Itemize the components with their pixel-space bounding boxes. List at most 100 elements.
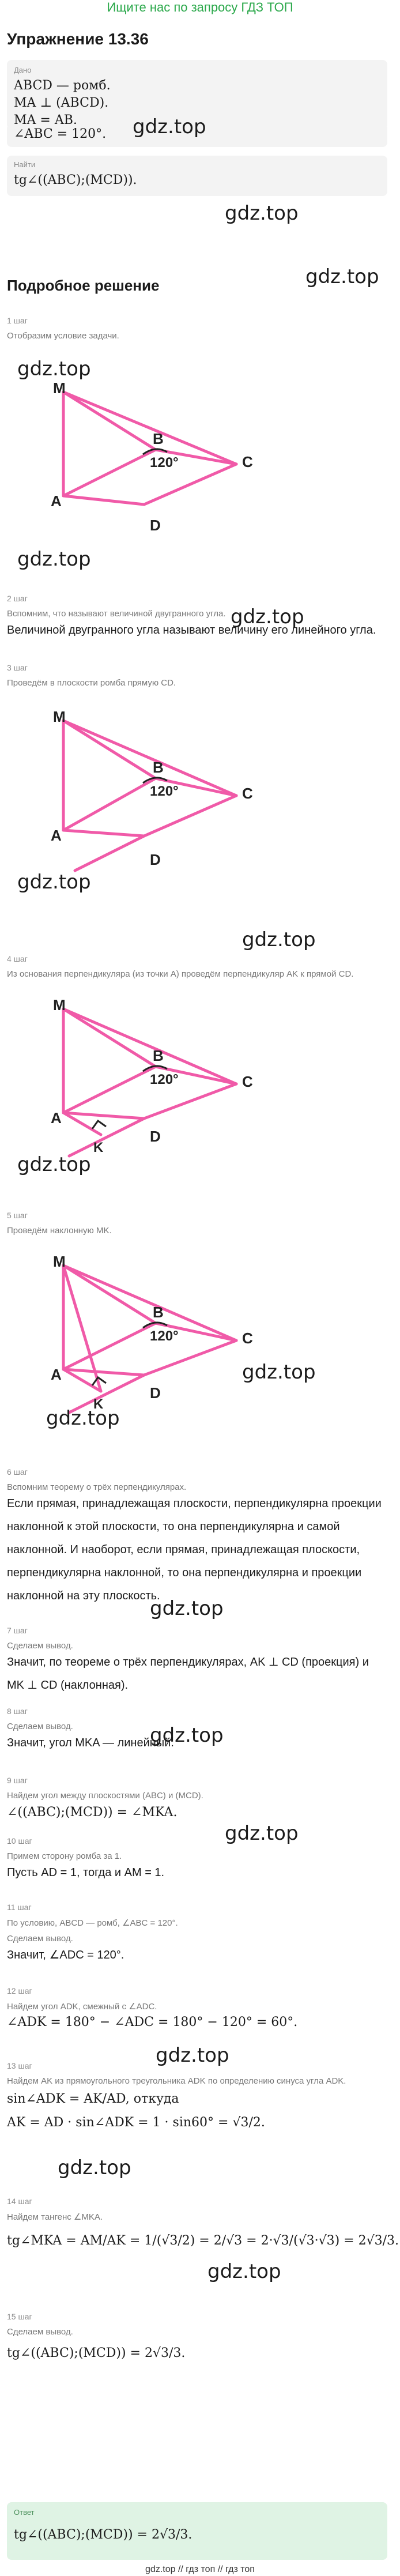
watermark: gdz.top bbox=[150, 1724, 224, 1747]
watermark: gdz.top bbox=[133, 115, 206, 138]
step-12: 12 шаг Найдем угол ADK, смежный с ∠ADC. … bbox=[7, 1986, 399, 2029]
section-title: Подробное решение bbox=[7, 277, 160, 294]
label-C: C bbox=[242, 453, 253, 470]
label-B: B bbox=[153, 1047, 164, 1064]
step-description: Найдем тангенс ∠MKA. bbox=[7, 2212, 103, 2222]
find-card: Найти tg∠((ABC);(MCD)). bbox=[7, 156, 387, 196]
label-B: B bbox=[153, 759, 164, 776]
step-text: Величиной двугранного угла называют вели… bbox=[7, 624, 376, 637]
label-angle: 120° bbox=[150, 455, 179, 470]
step-description-2: Сделаем вывод. bbox=[7, 1934, 73, 1944]
label-A: A bbox=[51, 1109, 62, 1127]
step-text: Пусть AD = 1, тогда и AM = 1. bbox=[7, 1866, 165, 1879]
given-label: Дано bbox=[14, 66, 32, 74]
label-angle: 120° bbox=[150, 1072, 179, 1087]
watermark: gdz.top bbox=[231, 605, 304, 628]
label-angle: 120° bbox=[150, 1328, 179, 1344]
watermark: gdz.top bbox=[58, 2156, 131, 2179]
watermark: gdz.top bbox=[46, 1407, 120, 1430]
step-6: 6 шаг Вспомним теорему о трёх перпендику… bbox=[7, 1467, 399, 1607]
label-M: M bbox=[53, 1254, 66, 1270]
given-line-2: MA ⊥ (ABCD). bbox=[14, 96, 109, 110]
step-formula: ∠((ABC);(MCD)) = ∠MKA. bbox=[7, 1805, 178, 1820]
step-text: Значит, угол MKA — линейный. bbox=[7, 1737, 174, 1749]
step-11: 11 шаг По условию, ABCD — ромб, ∠ABC = 1… bbox=[7, 1903, 399, 1967]
step-8: 8 шаг Сделаем вывод. Значит, угол MKA — … bbox=[7, 1707, 399, 1754]
step-description: Найдем угол ADK, смежный с ∠ADC. bbox=[7, 2002, 157, 2012]
given-card-tail: ∠ABC = 120°. bbox=[7, 124, 387, 147]
answer-formula: tg∠((ABC);(MCD)) = 2√3/3. bbox=[14, 2528, 193, 2542]
watermark: gdz.top bbox=[242, 1361, 316, 1384]
step-5: 5 шаг Проведём наклонную MK. bbox=[7, 1211, 399, 1236]
label-B: B bbox=[153, 430, 164, 447]
given-line-1: ABCD — ромб. bbox=[14, 78, 111, 93]
step-number: 13 шаг bbox=[7, 2061, 32, 2070]
label-B: B bbox=[153, 1304, 164, 1321]
step-number: 12 шаг bbox=[7, 1986, 32, 1995]
rhombus-figure-1: M A B C D 120° bbox=[51, 381, 253, 534]
label-A: A bbox=[51, 827, 62, 844]
step-description: Отобразим условие задачи. bbox=[7, 331, 119, 341]
label-K: K bbox=[93, 1140, 104, 1155]
step-formula: tg∠MKA = AM/AK = 1/(√3/2) = 2/√3 = 2·√3/… bbox=[7, 2234, 399, 2248]
find-line: tg∠((ABC);(MCD)). bbox=[14, 173, 137, 187]
step-10: 10 шаг Примем сторону ромба за 1. Пусть … bbox=[7, 1836, 399, 1884]
step-formula-2: AK = AD · sin∠ADK = 1 · sin60° = √3/2. bbox=[7, 2115, 265, 2130]
watermark: gdz.top bbox=[17, 357, 91, 381]
label-A: A bbox=[51, 492, 62, 510]
label-C: C bbox=[242, 785, 253, 802]
step-description: По условию, ABCD — ромб, ∠ABC = 120°. bbox=[7, 1918, 178, 1928]
step-description: Сделаем вывод. bbox=[7, 1641, 73, 1651]
find-label: Найти bbox=[14, 160, 36, 169]
step-text: Значит, по теореме о трёх перпендикуляра… bbox=[7, 1656, 369, 1692]
step-description: Вспомним теорему о трёх перпендикулярах. bbox=[7, 1482, 187, 1492]
answer-label: Ответ bbox=[14, 2508, 35, 2517]
watermark: gdz.top bbox=[305, 265, 379, 288]
step-number: 3 шаг bbox=[7, 663, 28, 672]
label-D: D bbox=[150, 1384, 161, 1402]
watermark: gdz.top bbox=[150, 1597, 224, 1620]
step-description: Найдем угол между плоскостями (ABC) и (M… bbox=[7, 1791, 203, 1801]
label-D: D bbox=[150, 517, 161, 534]
watermark: gdz.top bbox=[17, 548, 91, 571]
rhombus-figure-3: M A B C D 120° bbox=[51, 709, 253, 872]
step-13: 13 шаг Найдем AK из прямоугольного треуг… bbox=[7, 2061, 399, 2130]
step-number: 5 шаг bbox=[7, 1211, 28, 1220]
step-15: 15 шаг Сделаем вывод. tg∠((ABC);(MCD)) =… bbox=[7, 2312, 399, 2360]
label-M: M bbox=[53, 997, 66, 1014]
step-description: Проведём в плоскости ромба прямую CD. bbox=[7, 678, 176, 688]
watermark: gdz.top bbox=[17, 1153, 91, 1176]
step-number: 1 шаг bbox=[7, 316, 28, 325]
step-2: 2 шаг Вспомним, что называют величиной д… bbox=[7, 594, 399, 642]
step-description: Из основания перпендикуляра (из точки A)… bbox=[7, 969, 354, 979]
step-text: Значит, ∠ADC = 120°. bbox=[7, 1949, 124, 1961]
label-M: M bbox=[53, 381, 66, 397]
label-A: A bbox=[51, 1366, 62, 1383]
step-number: 10 шаг bbox=[7, 1836, 32, 1846]
step-number: 14 шаг bbox=[7, 2197, 32, 2206]
watermark: gdz.top bbox=[17, 871, 91, 894]
step-formula: sin∠ADK = AK/AD, откуда bbox=[7, 2092, 179, 2106]
step-number: 8 шаг bbox=[7, 1707, 28, 1716]
label-K: K bbox=[93, 1396, 104, 1412]
page-title: Упражнение 13.36 bbox=[7, 30, 149, 48]
step-description: Вспомним, что называют величиной двугран… bbox=[7, 609, 226, 619]
label-D: D bbox=[150, 1128, 161, 1145]
step-1: 1 шаг Отобразим условие задачи. bbox=[7, 316, 399, 341]
step-number: 6 шаг bbox=[7, 1467, 28, 1477]
watermark: gdz.top bbox=[207, 2260, 281, 2283]
label-C: C bbox=[242, 1330, 253, 1347]
watermark: gdz.top bbox=[156, 2044, 229, 2067]
step-3: 3 шаг Проведём в плоскости ромба прямую … bbox=[7, 663, 399, 688]
step-formula: ∠ADK = 180° − ∠ADC = 180° − 120° = 60°. bbox=[7, 2015, 298, 2029]
step-7: 7 шаг Сделаем вывод. Значит, по теореме … bbox=[7, 1626, 399, 1697]
step-number: 4 шаг bbox=[7, 954, 28, 963]
footer-links[interactable]: gdz.top // гдз топ // гдз топ bbox=[145, 2564, 255, 2574]
step-description: Проведём наклонную MK. bbox=[7, 1226, 112, 1236]
given-line-4: ∠ABC = 120°. bbox=[14, 127, 107, 141]
top-search-link[interactable]: Ищите нас по запросу ГДЗ ТОП bbox=[107, 0, 293, 14]
step-number: 15 шаг bbox=[7, 2312, 32, 2321]
step-number: 11 шаг bbox=[7, 1903, 32, 1912]
watermark: gdz.top bbox=[225, 1822, 299, 1845]
step-number: 9 шаг bbox=[7, 1776, 28, 1785]
